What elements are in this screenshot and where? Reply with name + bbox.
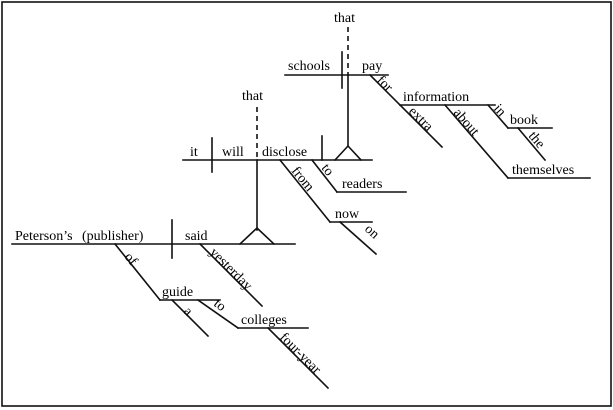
word-subject: Peterson’s: [15, 229, 73, 244]
word-four-year: four-year: [276, 330, 323, 377]
prep-line-for: [368, 73, 402, 107]
word-will: will: [222, 145, 244, 160]
word-appositive: (publisher): [82, 229, 144, 244]
word-information: information: [403, 90, 469, 105]
word-for: for: [373, 73, 395, 95]
modifier-line-extra: [398, 103, 444, 149]
word-that-1: that: [242, 89, 263, 104]
word-readers: readers: [342, 177, 382, 192]
prep-line-about: [443, 103, 510, 180]
word-book: book: [510, 113, 538, 128]
word-about: about: [450, 106, 482, 139]
modifier-line-on: [338, 220, 378, 256]
prep-line-of: [113, 242, 162, 302]
word-schools: schools: [288, 59, 330, 74]
word-yesterday: yesterday: [206, 245, 255, 294]
modifier-line-four-year: [266, 326, 330, 390]
modifier-line-the: [516, 126, 547, 162]
word-themselves: themselves: [512, 163, 574, 178]
word-colleges: colleges: [241, 313, 287, 328]
prep-line-in: [486, 103, 510, 130]
word-it: it: [190, 145, 198, 160]
modifier-line-a: [170, 298, 210, 338]
word-pay: pay: [362, 59, 382, 74]
modifier-line-yesterday: [198, 242, 264, 308]
prep-line-from: [278, 158, 332, 224]
word-now: now: [335, 207, 360, 222]
word-on: on: [361, 222, 381, 243]
word-disclose: disclose: [262, 145, 307, 160]
word-a: a: [180, 304, 196, 320]
word-that-2: that: [334, 11, 355, 26]
clause-pedestal-foot-1: [238, 226, 276, 246]
word-guide: guide: [162, 285, 193, 300]
clause-pedestal-foot-2: [333, 144, 363, 162]
word-the: the: [525, 129, 547, 152]
word-from: from: [288, 164, 317, 195]
prep-line-to-readers: [310, 158, 339, 194]
word-to-readers: to: [318, 161, 337, 179]
word-to-colleges: to: [211, 296, 229, 315]
word-extra: extra: [405, 104, 436, 135]
prep-line-to-colleges: [196, 298, 240, 330]
word-of: of: [121, 250, 140, 269]
word-main-verb: said: [185, 229, 208, 244]
